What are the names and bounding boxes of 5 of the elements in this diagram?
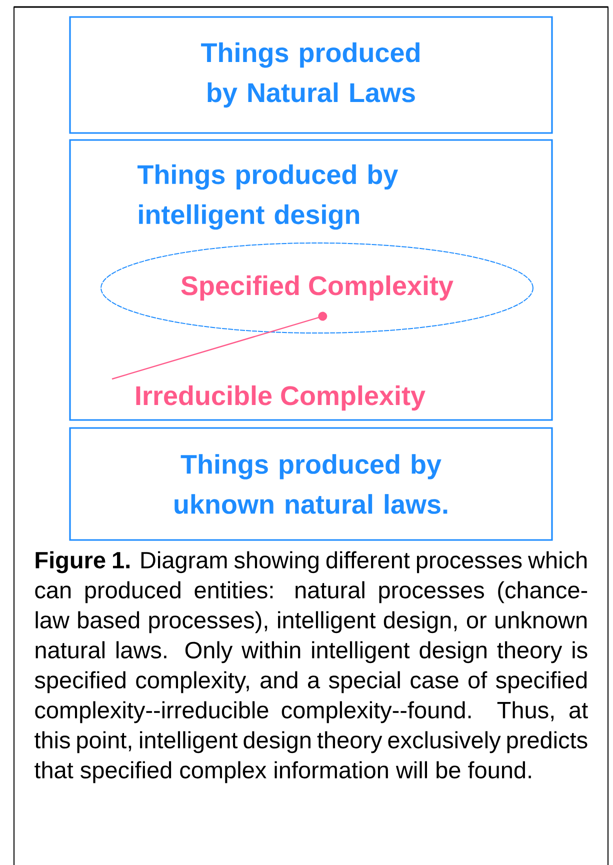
process-box: Things produced by Natural Laws	[69, 16, 553, 134]
process-box: Things produced by uknown natural laws.	[69, 427, 553, 541]
concept-label: Irreducible Complexity	[136, 385, 426, 411]
caption: Figure 1. Diagram showing different processes which can produced entities: natural processes (chance-law based processes), intelligent design, or unknown natural laws. Only within intelligent design theory is specified complexity, and a special case of specified complexity--irreducible complexity--found. Thus, at this point, intelligent design theory exclusively predicts that specified complex information will be found.	[34, 551, 588, 784]
leader-line	[112, 312, 328, 380]
